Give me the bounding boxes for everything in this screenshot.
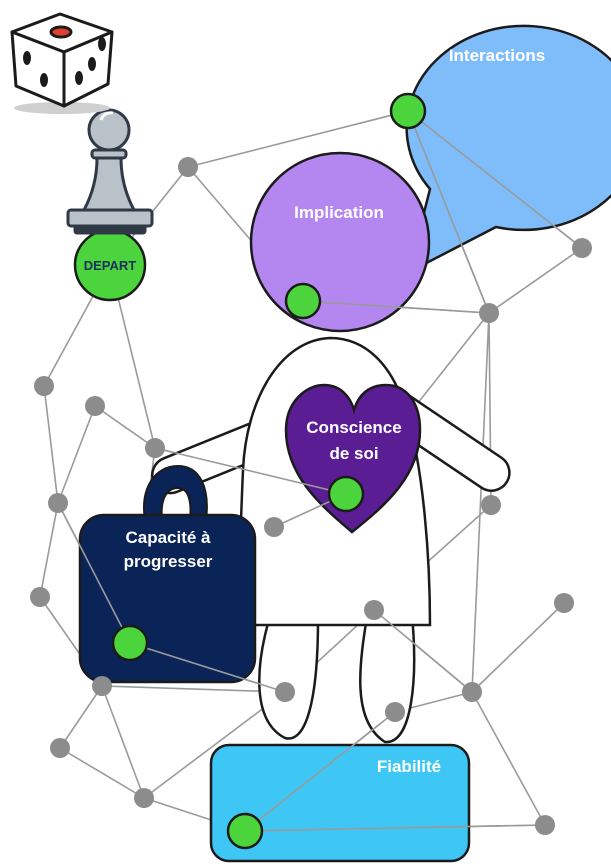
- conscience-label-line2: de soi: [329, 444, 378, 463]
- board-node: [535, 815, 555, 835]
- conscience-heart: Conscience de soi: [284, 383, 422, 534]
- board-node: [178, 157, 198, 177]
- board-node: [572, 238, 592, 258]
- board-node: [275, 682, 295, 702]
- board-node: [479, 303, 499, 323]
- capacite-label-line2: progresser: [124, 552, 213, 571]
- network-edges-front: [57, 110, 583, 832]
- pawn-icon: [66, 108, 154, 235]
- implication-hub-node: [284, 282, 322, 320]
- implication-shape: [249, 151, 431, 333]
- capacite-hub-node: [111, 624, 149, 662]
- board-node: [364, 600, 384, 620]
- board-node: [481, 495, 501, 515]
- depart-node: DEPART: [73, 228, 147, 302]
- fiabilite-shape: [209, 743, 471, 863]
- dice-icon: [10, 12, 114, 114]
- left-leg: [258, 608, 320, 740]
- hub-nodes: [111, 92, 427, 850]
- right-leg: [359, 608, 416, 744]
- conscience-shape: [284, 383, 422, 534]
- board-node: [385, 702, 405, 722]
- fiabilite-pedestal: Fiabilité: [209, 743, 471, 863]
- interactions-hub-node: [389, 92, 427, 130]
- implication-head: Implication: [249, 151, 431, 333]
- implication-label: Implication: [294, 203, 384, 222]
- depart-label: DEPART: [84, 258, 137, 273]
- capacite-briefcase: Capacité à progresser: [78, 464, 257, 684]
- board-node: [48, 493, 68, 513]
- board-node: [462, 682, 482, 702]
- board-node: [145, 438, 165, 458]
- fiabilite-label: Fiabilité: [377, 757, 441, 776]
- fiabilite-hub-node: [226, 812, 264, 850]
- board-node: [85, 396, 105, 416]
- capacite-label-line1: Capacité à: [125, 528, 211, 547]
- board-node: [92, 676, 112, 696]
- interactions-bubble: Interactions: [405, 24, 611, 275]
- conscience-label-line1: Conscience: [306, 418, 401, 437]
- board-node: [134, 788, 154, 808]
- board-node: [50, 738, 70, 758]
- interactions-label: Interactions: [449, 46, 545, 65]
- board-node: [264, 517, 284, 537]
- conscience-hub-node: [327, 475, 365, 513]
- board-node: [34, 376, 54, 396]
- board-node: [30, 587, 50, 607]
- board-node: [554, 593, 574, 613]
- network-nodes: [30, 157, 592, 835]
